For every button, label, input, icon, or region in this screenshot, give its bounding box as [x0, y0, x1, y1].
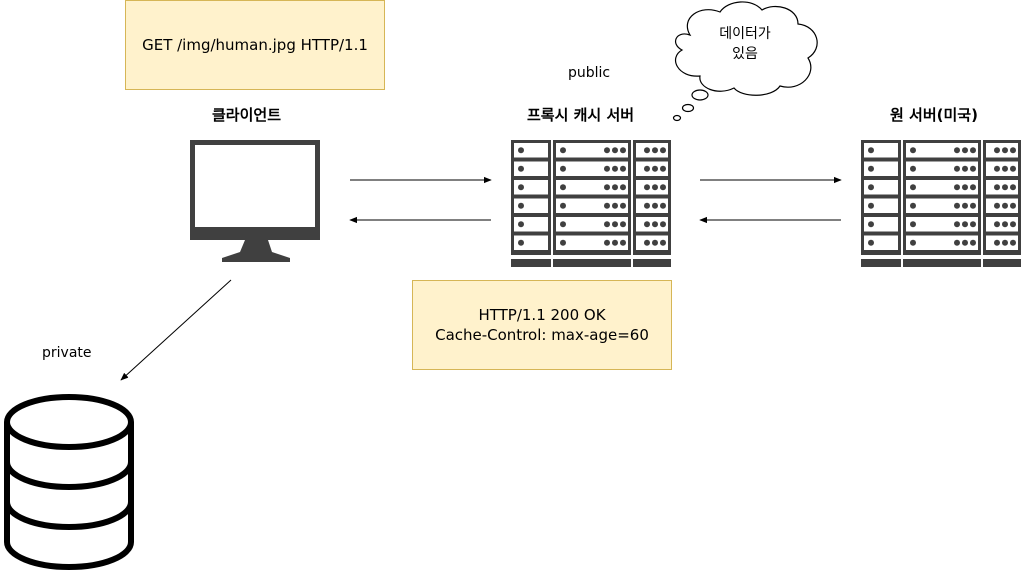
status-line: HTTP/1.1 200 OK [478, 306, 606, 324]
client-title: 클라이언트 [212, 106, 282, 124]
response-note: HTTP/1.1 200 OK Cache-Control: max-age=6… [412, 280, 672, 370]
monitor-icon [190, 140, 320, 262]
request-note: GET /img/human.jpg HTTP/1.1 [125, 0, 385, 90]
proxy-title: 프록시 캐시 서버 [527, 106, 635, 124]
request-line: GET /img/human.jpg HTTP/1.1 [142, 36, 368, 54]
origin-server-rack-icon [861, 140, 1021, 267]
store-arrow-client-to-cache [120, 279, 232, 381]
database-icon [4, 394, 134, 570]
cloud-icon [672, 1, 818, 122]
cache-control-line: Cache-Control: max-age=60 [435, 326, 649, 344]
proxy-server-rack-icon [511, 140, 671, 267]
thought-cloud-text: 데이터가 있음 [705, 24, 785, 64]
thought-line-1: 데이터가 [719, 26, 771, 42]
thought-line-2: 있음 [732, 46, 758, 62]
private-label: private [42, 345, 92, 361]
origin-title: 원 서버(미국) [890, 106, 978, 124]
public-label: public [568, 65, 611, 81]
